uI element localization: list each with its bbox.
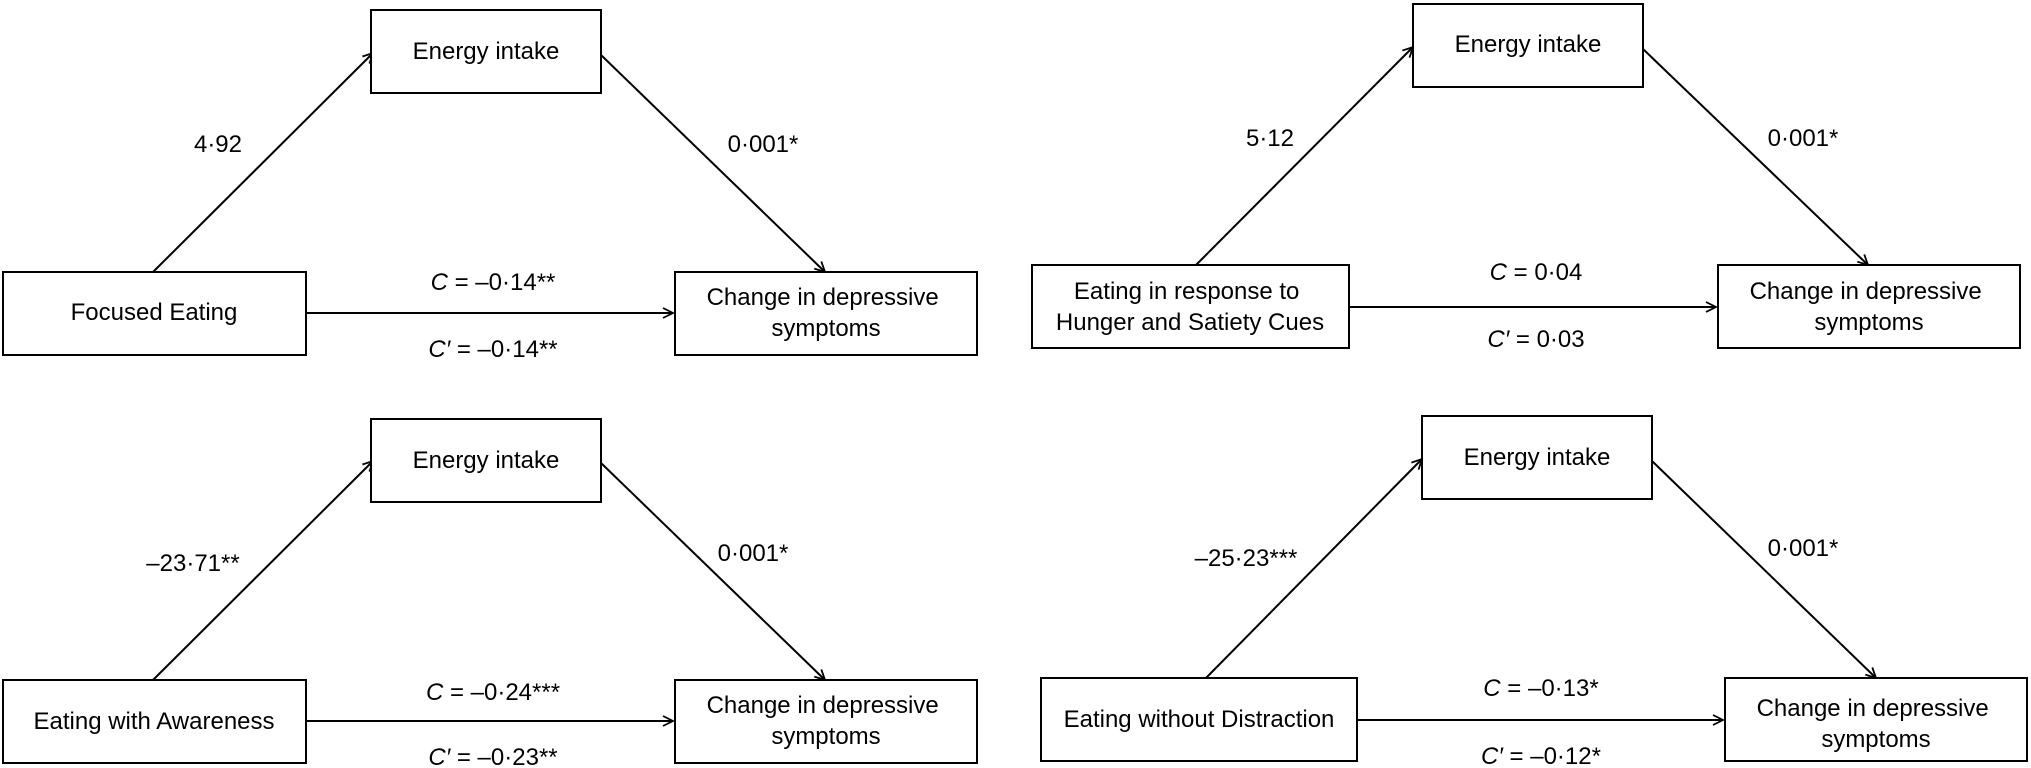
total-effect-label: C = –0·24***	[426, 679, 560, 706]
c-value: = –0·13*	[1501, 675, 1599, 702]
c-value: = –0·14**	[448, 269, 555, 296]
predictor-box	[1040, 677, 1358, 762]
c-prime-symbol: C′	[1487, 326, 1510, 353]
c-symbol: C	[1483, 675, 1501, 702]
total-effect-label: C = –0·13*	[1483, 675, 1598, 702]
outcome-label: Change in depressive symptoms	[707, 284, 946, 342]
a-path-coefficient: 4·92	[194, 131, 242, 158]
c-symbol: C	[431, 269, 449, 296]
predictor-label: Eating without Distraction	[1064, 706, 1335, 733]
c-value: = 0·04	[1507, 259, 1582, 286]
b-path-arrow	[600, 462, 825, 680]
c-prime-value: = –0·12*	[1503, 743, 1601, 768]
predictor-label: Eating in response to Hunger and Satiety…	[1056, 278, 1324, 336]
mediation-panel-focused-eating: Energy intake Focused Eating Change in d…	[2, 9, 978, 363]
c-prime-value: = –0·14**	[450, 336, 557, 363]
mediator-box	[370, 418, 602, 503]
a-path-arrow	[1205, 459, 1422, 679]
b-path-coefficient: 0·001*	[1768, 125, 1839, 152]
b-path-arrow	[1642, 48, 1868, 265]
total-effect-label: C = –0·14**	[431, 269, 556, 296]
outcome-box	[1724, 677, 2028, 762]
outcome-label-line-1: Change in depressive	[707, 692, 939, 719]
predictor-box	[1031, 264, 1350, 349]
a-path-arrow	[1195, 47, 1413, 266]
mediator-box	[1412, 3, 1644, 88]
c-prime-symbol: C′	[1481, 743, 1504, 768]
mediator-label: Energy intake	[1464, 444, 1611, 471]
outcome-label: Change in depressive symptoms	[1750, 278, 1989, 336]
b-path-coefficient: 0·001*	[718, 540, 789, 567]
mediation-panel-eating-without-distraction: Energy intake Eating without Distraction…	[1040, 415, 2028, 768]
a-path-arrow	[152, 53, 373, 273]
c-symbol: C	[426, 679, 444, 706]
mediator-label: Energy intake	[413, 447, 560, 474]
outcome-label-line-1: Change in depressive	[1750, 278, 1982, 305]
c-prime-symbol: C′	[428, 336, 451, 363]
c-value: = –0·24***	[443, 679, 560, 706]
direct-effect-label: C′ = –0·12*	[1481, 743, 1601, 768]
predictor-box	[2, 271, 307, 356]
a-path-coefficient: –25·23***	[1195, 545, 1298, 572]
mediator-label: Energy intake	[413, 38, 560, 65]
outcome-label-line-1: Change in depressive	[707, 284, 939, 311]
b-path-coefficient: 0·001*	[1768, 535, 1839, 562]
outcome-label-line-2: symptoms	[1821, 726, 1930, 753]
outcome-box	[1717, 264, 2021, 349]
outcome-label-line-1: Change in depressive	[1757, 695, 1989, 722]
outcome-label: Change in depressive symptoms	[1757, 695, 1996, 753]
outcome-box	[674, 679, 978, 764]
outcome-box	[674, 271, 978, 356]
b-path-arrow	[1651, 460, 1876, 678]
predictor-label: Focused Eating	[71, 299, 238, 326]
a-path-arrow	[152, 461, 373, 681]
outcome-label: Change in depressive symptoms	[707, 692, 946, 750]
a-path-coefficient: –23·71**	[146, 550, 239, 577]
predictor-box	[2, 679, 307, 764]
mediator-box	[370, 9, 602, 94]
c-prime-value: = –0·23**	[450, 744, 557, 768]
predictor-label: Eating with Awareness	[33, 708, 274, 735]
mediation-panel-eating-awareness: Energy intake Eating with Awareness Chan…	[2, 418, 978, 768]
mediator-label: Energy intake	[1455, 31, 1602, 58]
total-effect-label: C = 0·04	[1490, 259, 1583, 286]
c-prime-value: = 0·03	[1509, 326, 1584, 353]
mediation-panel-hunger-satiety: Energy intake Eating in response to Hung…	[1031, 3, 2021, 353]
c-prime-symbol: C′	[428, 744, 451, 768]
b-path-arrow	[600, 54, 825, 272]
outcome-label-line-2: symptoms	[771, 723, 880, 750]
direct-effect-label: C′ = 0·03	[1487, 326, 1584, 353]
b-path-coefficient: 0·001*	[728, 131, 799, 158]
predictor-label-line-1: Eating in response to	[1074, 278, 1299, 305]
a-path-coefficient: 5·12	[1246, 125, 1294, 152]
direct-effect-label: C′ = –0·14**	[428, 336, 557, 363]
c-symbol: C	[1490, 259, 1508, 286]
mediator-box	[1421, 415, 1653, 500]
predictor-label-line-2: Hunger and Satiety Cues	[1056, 309, 1324, 336]
direct-effect-label: C′ = –0·23**	[428, 744, 557, 768]
outcome-label-line-2: symptoms	[771, 315, 880, 342]
outcome-label-line-2: symptoms	[1814, 309, 1923, 336]
